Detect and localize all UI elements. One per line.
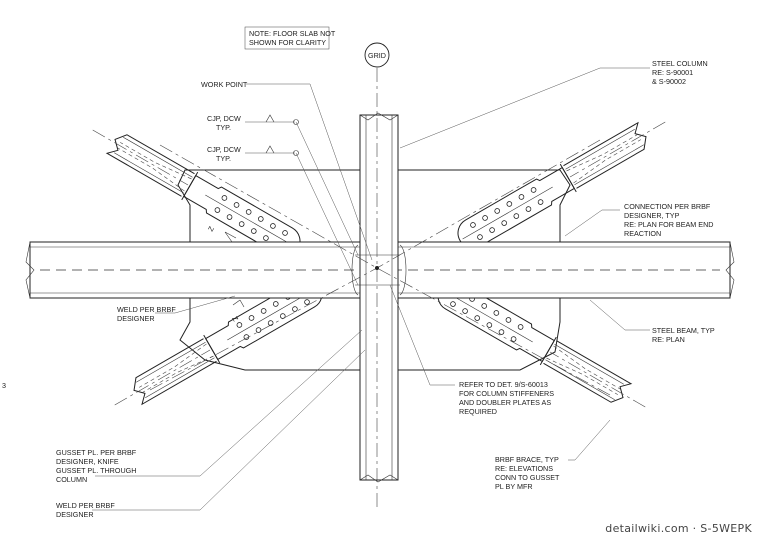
svg-text:& S-90002: & S-90002 xyxy=(652,77,686,86)
svg-text:AND DOUBLER PLATES AS: AND DOUBLER PLATES AS xyxy=(459,398,551,407)
grid-line: GRID xyxy=(364,42,390,510)
svg-text:RE: S-90001: RE: S-90001 xyxy=(652,68,693,77)
label-steel-beam: STEEL BEAM, TYP RE: PLAN xyxy=(652,326,715,344)
svg-text:FOR COLUMN STIFFENERS: FOR COLUMN STIFFENERS xyxy=(459,389,554,398)
svg-text:REACTION: REACTION xyxy=(624,229,661,238)
label-work-point: WORK POINT xyxy=(201,80,248,89)
svg-text:COLUMN: COLUMN xyxy=(56,475,87,484)
svg-text:REQUIRED: REQUIRED xyxy=(459,407,497,416)
grid-bubble xyxy=(364,42,390,68)
svg-text:TYP.: TYP. xyxy=(216,123,231,132)
svg-text:BRBF BRACE, TYP: BRBF BRACE, TYP xyxy=(495,455,559,464)
svg-text:CONNECTION PER BRBF: CONNECTION PER BRBF xyxy=(624,202,711,211)
note-line-2: SHOWN FOR CLARITY xyxy=(249,38,326,47)
svg-text:Z: Z xyxy=(206,224,216,233)
steel-column xyxy=(351,112,407,483)
svg-text:DESIGNER, KNIFE: DESIGNER, KNIFE xyxy=(56,457,119,466)
svg-text:REFER TO DET. 9/S-60013: REFER TO DET. 9/S-60013 xyxy=(459,380,548,389)
side-mark: 3 xyxy=(2,381,6,390)
svg-text:DESIGNER: DESIGNER xyxy=(56,510,94,519)
svg-text:CJP, DCW: CJP, DCW xyxy=(207,114,241,123)
dimension-marks: Z Z xyxy=(206,224,245,324)
svg-text:DESIGNER, TYP: DESIGNER, TYP xyxy=(624,211,680,220)
work-point-lines xyxy=(149,139,611,396)
svg-text:WORK POINT: WORK POINT xyxy=(201,80,248,89)
weld-symbol-2 xyxy=(245,145,359,286)
note-line-1: NOTE: FLOOR SLAB NOT xyxy=(249,29,336,38)
leader-lines xyxy=(92,67,650,511)
svg-text:GUSSET PL. PER BRBF: GUSSET PL. PER BRBF xyxy=(56,448,137,457)
label-connection: CONNECTION PER BRBF DESIGNER, TYP RE: PL… xyxy=(624,202,713,238)
label-weld-2: WELD PER BRBF DESIGNER xyxy=(56,501,115,519)
svg-text:STEEL COLUMN: STEEL COLUMN xyxy=(652,59,708,68)
svg-text:RE: ELEVATIONS: RE: ELEVATIONS xyxy=(495,464,553,473)
svg-text:WELD PER BRBF: WELD PER BRBF xyxy=(56,501,115,510)
label-weld-1: WELD PER BRBF DESIGNER xyxy=(117,305,176,323)
watermark: detailwiki.com · S-5WEPK xyxy=(605,522,752,535)
label-gusset: GUSSET PL. PER BRBF DESIGNER, KNIFE GUSS… xyxy=(56,448,137,484)
label-cjp-2: CJP, DCW TYP. xyxy=(207,145,241,163)
svg-text:TYP.: TYP. xyxy=(216,154,231,163)
svg-text:CONN TO GUSSET: CONN TO GUSSET xyxy=(495,473,560,482)
svg-text:RE: PLAN: RE: PLAN xyxy=(652,335,685,344)
work-point-marker xyxy=(375,266,379,270)
svg-text:Z: Z xyxy=(230,315,240,324)
svg-text:DESIGNER: DESIGNER xyxy=(117,314,155,323)
label-brbf: BRBF BRACE, TYP RE: ELEVATIONS CONN TO G… xyxy=(495,455,560,491)
label-cjp-1: CJP, DCW TYP. xyxy=(207,114,241,132)
brbf-brace-upper-left xyxy=(84,115,307,263)
label-refer: REFER TO DET. 9/S-60013 FOR COLUMN STIFF… xyxy=(459,380,554,416)
svg-text:RE: PLAN FOR BEAM END: RE: PLAN FOR BEAM END xyxy=(624,220,713,229)
svg-text:CJP, DCW: CJP, DCW xyxy=(207,145,241,154)
svg-text:GUSSET PL. THROUGH: GUSSET PL. THROUGH xyxy=(56,466,136,475)
svg-text:PL BY MFR: PL BY MFR xyxy=(495,482,533,491)
note-box: NOTE: FLOOR SLAB NOT SHOWN FOR CLARITY xyxy=(244,26,336,50)
grid-label: GRID xyxy=(368,51,386,60)
svg-text:WELD PER BRBF: WELD PER BRBF xyxy=(117,305,176,314)
label-steel-column: STEEL COLUMN RE: S-90001 & S-90002 xyxy=(652,59,708,86)
weld-symbol-1 xyxy=(245,114,359,256)
svg-text:STEEL BEAM, TYP: STEEL BEAM, TYP xyxy=(652,326,715,335)
